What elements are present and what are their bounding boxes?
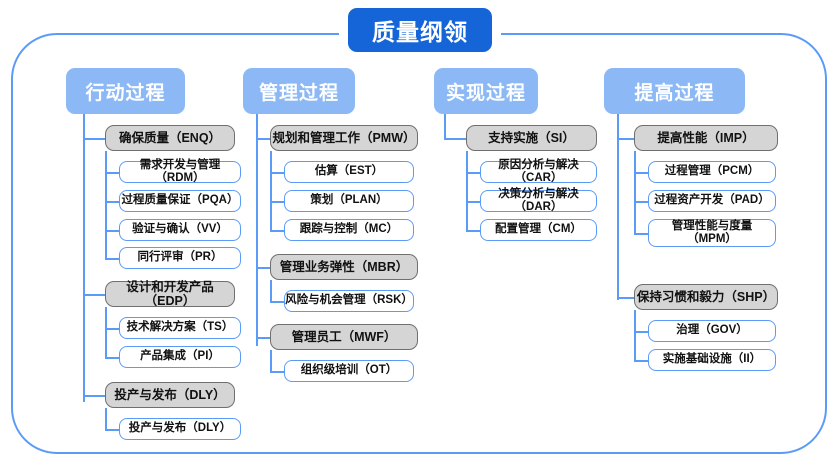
- group-box-pmw[interactable]: 规划和管理工作（PMW）: [270, 125, 418, 151]
- child-branch-shp-1: [634, 331, 648, 333]
- branch-line-col4-g2: [617, 297, 634, 299]
- group-box-shp[interactable]: 保持习惯和毅力（SHP）: [634, 284, 778, 310]
- leaf-box-dly-child[interactable]: 投产与发布（DLY）: [119, 418, 241, 440]
- trunk-line-col4: [617, 114, 619, 300]
- leaf-box-rdm[interactable]: 需求开发与管理（RDM）: [119, 159, 241, 184]
- child-trunk-edp: [105, 307, 107, 357]
- child-branch-enq-1: [105, 172, 119, 174]
- leaf-box-mpm[interactable]: 管理性能与度量 （MPM）: [648, 219, 776, 247]
- leaf-box-pad[interactable]: 过程资产开发（PAD）: [648, 190, 776, 212]
- child-branch-si-1: [466, 172, 480, 174]
- child-branch-si-3: [466, 230, 480, 232]
- child-branch-mwf-1: [270, 371, 284, 373]
- leaf-box-ot[interactable]: 组织级培训（OT）: [284, 360, 414, 382]
- leaf-box-dar[interactable]: 决策分析与解决（DAR）: [480, 188, 597, 213]
- child-branch-imp-3: [634, 233, 648, 235]
- child-branch-imp-2: [634, 201, 648, 203]
- branch-line-col2-g3: [256, 337, 270, 339]
- leaf-box-mc[interactable]: 跟踪与控制（MC）: [284, 219, 414, 241]
- child-trunk-imp: [634, 151, 636, 234]
- child-trunk-pmw: [270, 151, 272, 230]
- leaf-box-gov[interactable]: 治理（GOV）: [648, 320, 776, 342]
- leaf-box-pqa[interactable]: 过程质量保证（PQA）: [119, 190, 241, 212]
- child-branch-enq-4: [105, 258, 119, 260]
- child-trunk-shp: [634, 310, 636, 361]
- branch-line-col4-g1: [617, 138, 634, 140]
- child-branch-si-2: [466, 201, 480, 203]
- group-box-enq[interactable]: 确保质量（ENQ）: [105, 125, 235, 151]
- child-branch-edp-1: [105, 328, 119, 330]
- column-header-management[interactable]: 管理过程: [243, 68, 355, 114]
- child-trunk-si: [466, 151, 468, 230]
- child-trunk-dly: [105, 408, 107, 430]
- child-branch-enq-3: [105, 230, 119, 232]
- leaf-box-est[interactable]: 估算（EST）: [284, 161, 414, 183]
- child-branch-enq-2: [105, 201, 119, 203]
- child-trunk-mwf: [270, 350, 272, 372]
- leaf-box-car[interactable]: 原因分析与解决（CAR）: [480, 159, 597, 184]
- branch-line-col2-g2: [256, 267, 270, 269]
- group-box-imp[interactable]: 提高性能（IMP）: [634, 125, 778, 151]
- branch-line-col3-g1: [444, 138, 466, 140]
- leaf-box-pcm[interactable]: 过程管理（PCM）: [648, 161, 776, 183]
- child-branch-pmw-3: [270, 230, 284, 232]
- leaf-box-rsk[interactable]: 风险与机会管理（RSK）: [284, 290, 414, 312]
- child-branch-edp-2: [105, 357, 119, 359]
- child-branch-shp-2: [634, 360, 648, 362]
- group-box-mwf[interactable]: 管理员工（MWF）: [270, 324, 418, 350]
- child-trunk-enq: [105, 151, 107, 258]
- child-branch-pmw-2: [270, 201, 284, 203]
- branch-line-col1-g1: [83, 138, 105, 140]
- column-header-action[interactable]: 行动过程: [66, 68, 185, 114]
- leaf-box-vv[interactable]: 验证与确认（VV）: [119, 219, 241, 241]
- column-header-implementation[interactable]: 实现过程: [434, 68, 538, 114]
- leaf-box-plan[interactable]: 策划（PLAN）: [284, 190, 414, 212]
- branch-line-col1-g2: [83, 294, 105, 296]
- trunk-line-col2: [256, 114, 258, 346]
- child-trunk-mbr: [270, 280, 272, 302]
- leaf-box-ts[interactable]: 技术解决方案（TS）: [119, 317, 241, 339]
- child-branch-mbr-1: [270, 301, 284, 303]
- diagram-title: 质量纲领: [348, 8, 492, 52]
- leaf-box-ii[interactable]: 实施基础设施（II）: [648, 349, 776, 371]
- group-box-edp[interactable]: 设计和开发产品（EDP）: [105, 280, 235, 308]
- leaf-box-cm[interactable]: 配置管理（CM）: [480, 219, 597, 241]
- leaf-box-pr[interactable]: 同行评审（PR）: [119, 247, 241, 269]
- child-branch-dly-1: [105, 429, 119, 431]
- branch-line-col2-g1: [256, 138, 270, 140]
- leaf-box-pi[interactable]: 产品集成（PI）: [119, 346, 241, 368]
- trunk-line-col3: [444, 114, 446, 140]
- group-box-dly[interactable]: 投产与发布（DLY）: [105, 382, 235, 408]
- child-branch-imp-1: [634, 172, 648, 174]
- child-branch-pmw-1: [270, 172, 284, 174]
- branch-line-col1-g3: [83, 395, 105, 397]
- group-box-si[interactable]: 支持实施（SI）: [466, 125, 597, 151]
- group-box-mbr[interactable]: 管理业务弹性（MBR）: [270, 254, 418, 280]
- column-header-improvement[interactable]: 提高过程: [604, 68, 745, 114]
- trunk-line-col1: [83, 114, 85, 402]
